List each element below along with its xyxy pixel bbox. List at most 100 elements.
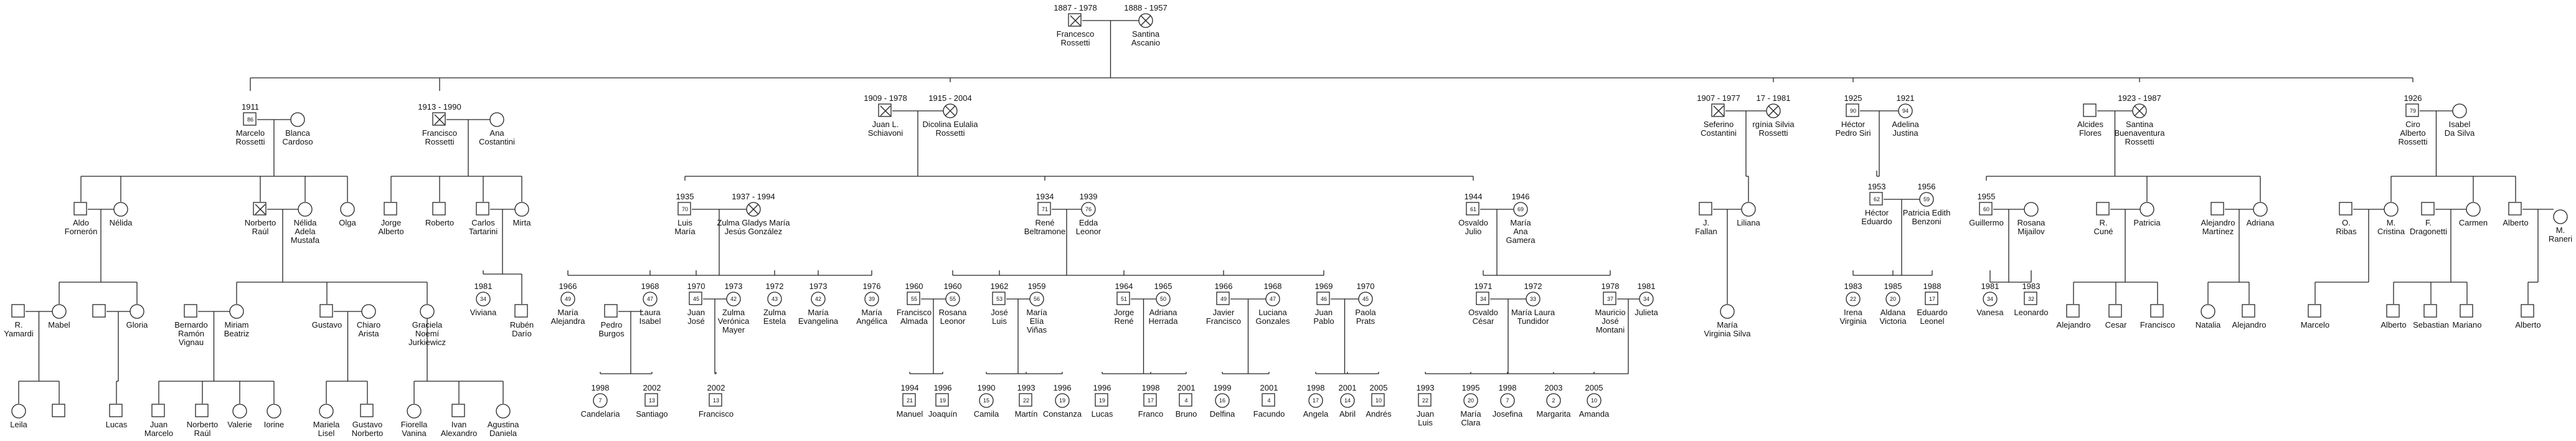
person-node[interactable]: M.Raneri	[2549, 209, 2572, 244]
person-node[interactable]: Alberto	[2515, 304, 2541, 330]
person-node[interactable]: Marcelo	[2301, 304, 2329, 330]
person-node[interactable]: Alejandro	[2057, 304, 2091, 330]
person-node[interactable]: O.Ribas	[2336, 202, 2357, 236]
person-node[interactable]: Natalia	[2196, 304, 2221, 330]
person-node[interactable]: Alejandro	[2232, 304, 2267, 330]
person-node[interactable]: R.Cuné	[2093, 202, 2113, 236]
person-node[interactable]: Adriana	[2247, 202, 2275, 227]
person-node[interactable]: M.Cristina	[2377, 202, 2405, 236]
person-node[interactable]: Gloria	[126, 304, 148, 330]
person-node[interactable]: Mirta	[513, 202, 532, 227]
person-node[interactable]: Olga	[339, 202, 356, 227]
person-node[interactable]: Gustavo	[312, 304, 342, 330]
person-node[interactable]: Mabel	[48, 304, 70, 330]
person-node[interactable]: Roberto	[425, 202, 454, 227]
person-node[interactable]: Alberto	[2503, 202, 2529, 227]
person-node[interactable]: J.Fallan	[1695, 202, 1717, 236]
person-node[interactable]: F.Dragonetti	[2410, 202, 2447, 236]
person-node[interactable]: Mariano	[2453, 304, 2482, 330]
person-node[interactable]: Sebastian	[2413, 304, 2449, 330]
person-node[interactable]: Liliana	[1737, 202, 1761, 227]
person-node[interactable]: Nélida	[110, 202, 133, 227]
person-node[interactable]: Valerie	[227, 404, 252, 429]
person-node[interactable]: Leila	[10, 404, 28, 429]
person-node[interactable]: R.Yamardi	[4, 304, 34, 338]
person-node[interactable]: Lucas	[106, 404, 128, 429]
person-node[interactable]	[52, 404, 65, 417]
person-node[interactable]: Cesar	[2105, 304, 2127, 330]
person-node[interactable]: Patricia	[2133, 202, 2161, 227]
person-node[interactable]	[92, 304, 106, 318]
